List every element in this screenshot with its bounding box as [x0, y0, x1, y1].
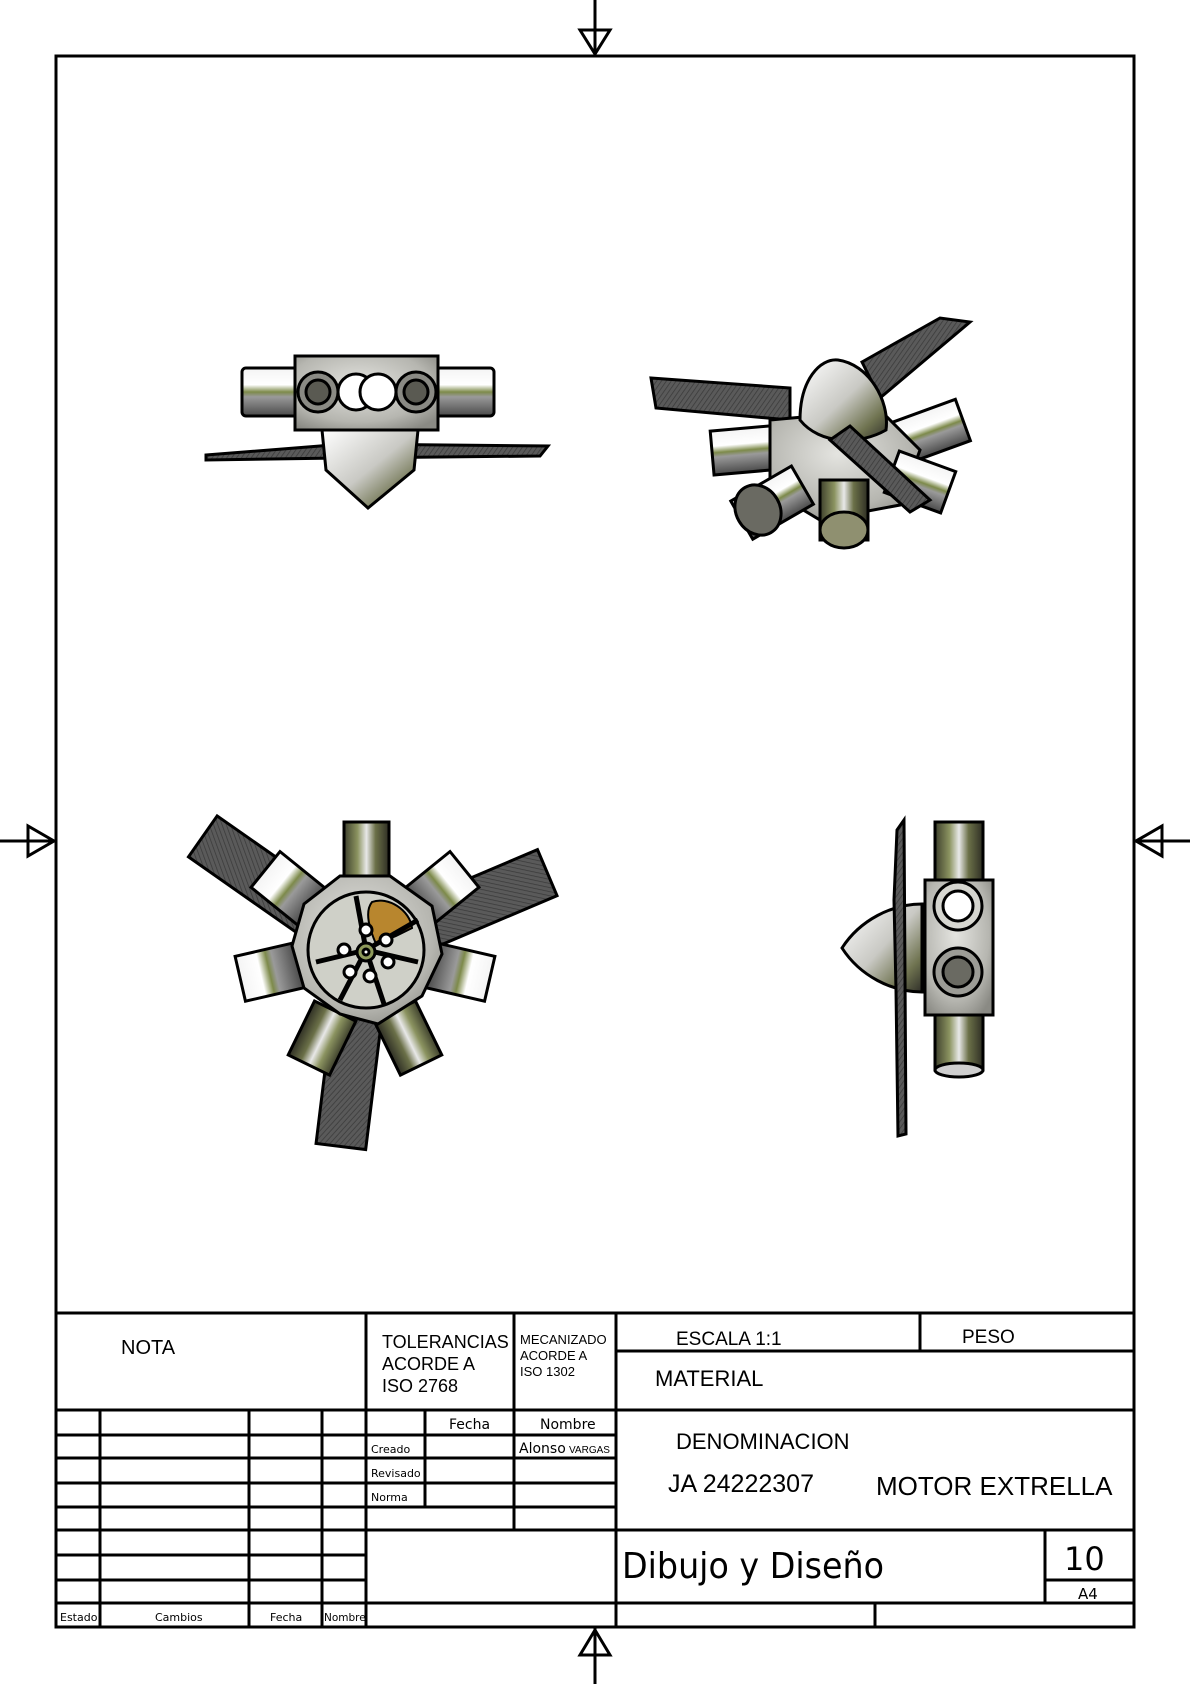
title-block-grid	[56, 1311, 1134, 1627]
course-title: Dibujo y Diseño	[622, 1546, 884, 1587]
changes-header-estado: Estado	[60, 1611, 98, 1624]
mecanizado-line-1: MECANIZADO	[520, 1332, 607, 1347]
row-revisado: Revisado	[371, 1467, 421, 1480]
isometric-view	[649, 316, 974, 550]
top-view	[204, 354, 552, 510]
side-view	[840, 815, 995, 1138]
mecanizado-line-2: ACORDE A	[520, 1348, 588, 1363]
drawing-code: JA 24222307	[668, 1470, 814, 1498]
row-norma: Norma	[371, 1491, 408, 1504]
changes-header-nombre: Nombre	[324, 1612, 366, 1624]
creado-nombre-last: VARGAS	[569, 1445, 610, 1456]
escala-label: ESCALA 1:1	[676, 1329, 782, 1350]
part-name: MOTOR EXTRELLA	[876, 1471, 1113, 1501]
changes-header-cambios: Cambios	[155, 1611, 203, 1624]
tolerancias-line-2: ACORDE A	[382, 1354, 475, 1374]
title-block: NOTA TOLERANCIAS ACORDE A ISO 2768 MECAN…	[60, 1327, 1113, 1624]
header-nombre: Nombre	[540, 1417, 596, 1433]
sheet-format: A4	[1078, 1585, 1098, 1603]
header-fecha: Fecha	[449, 1417, 490, 1433]
nota-label: NOTA	[121, 1337, 176, 1359]
material-label: MATERIAL	[655, 1366, 763, 1391]
front-view	[186, 813, 559, 1152]
row-creado: Creado	[371, 1443, 410, 1456]
creado-nombre-first: Alonso	[519, 1441, 566, 1457]
mecanizado-line-3: ISO 1302	[520, 1364, 575, 1379]
peso-label: PESO	[962, 1327, 1015, 1348]
sheet-number: 10	[1064, 1540, 1105, 1578]
changes-header-fecha: Fecha	[270, 1611, 302, 1624]
denominacion-label: DENOMINACION	[676, 1429, 850, 1454]
tolerancias-line-3: ISO 2768	[382, 1376, 458, 1396]
tolerancias-line-1: TOLERANCIAS	[382, 1332, 509, 1352]
